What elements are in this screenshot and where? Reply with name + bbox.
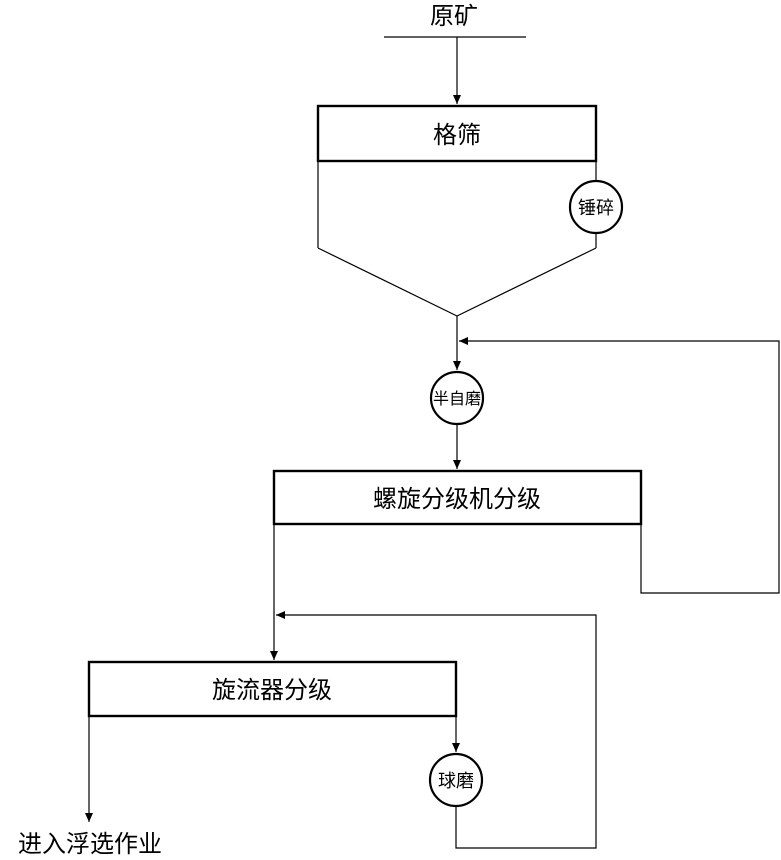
spiral-classifier-label: 螺旋分级机分级 <box>373 485 541 513</box>
grizzly-screen-label: 格筛 <box>433 121 481 149</box>
grizzly-screen-box <box>316 104 598 163</box>
crushed-slope <box>456 247 597 317</box>
ball-mill-recycle-arrow <box>276 611 597 849</box>
spiral-recycle-arrow <box>459 337 780 594</box>
undersize-slope <box>317 247 458 317</box>
ball-mill-label: 球磨 <box>438 771 474 792</box>
to-flotation-label: 进入浮选作业 <box>18 830 162 858</box>
spiral-classifier-box <box>272 469 643 526</box>
raw-ore-label: 原矿 <box>430 2 478 30</box>
hydrocyclone-box <box>87 660 458 718</box>
sag-mill-label: 半自磨 <box>433 389 481 408</box>
hammer-crush-label: 锤碎 <box>578 198 614 219</box>
hydrocyclone-label: 旋流器分级 <box>212 676 332 704</box>
